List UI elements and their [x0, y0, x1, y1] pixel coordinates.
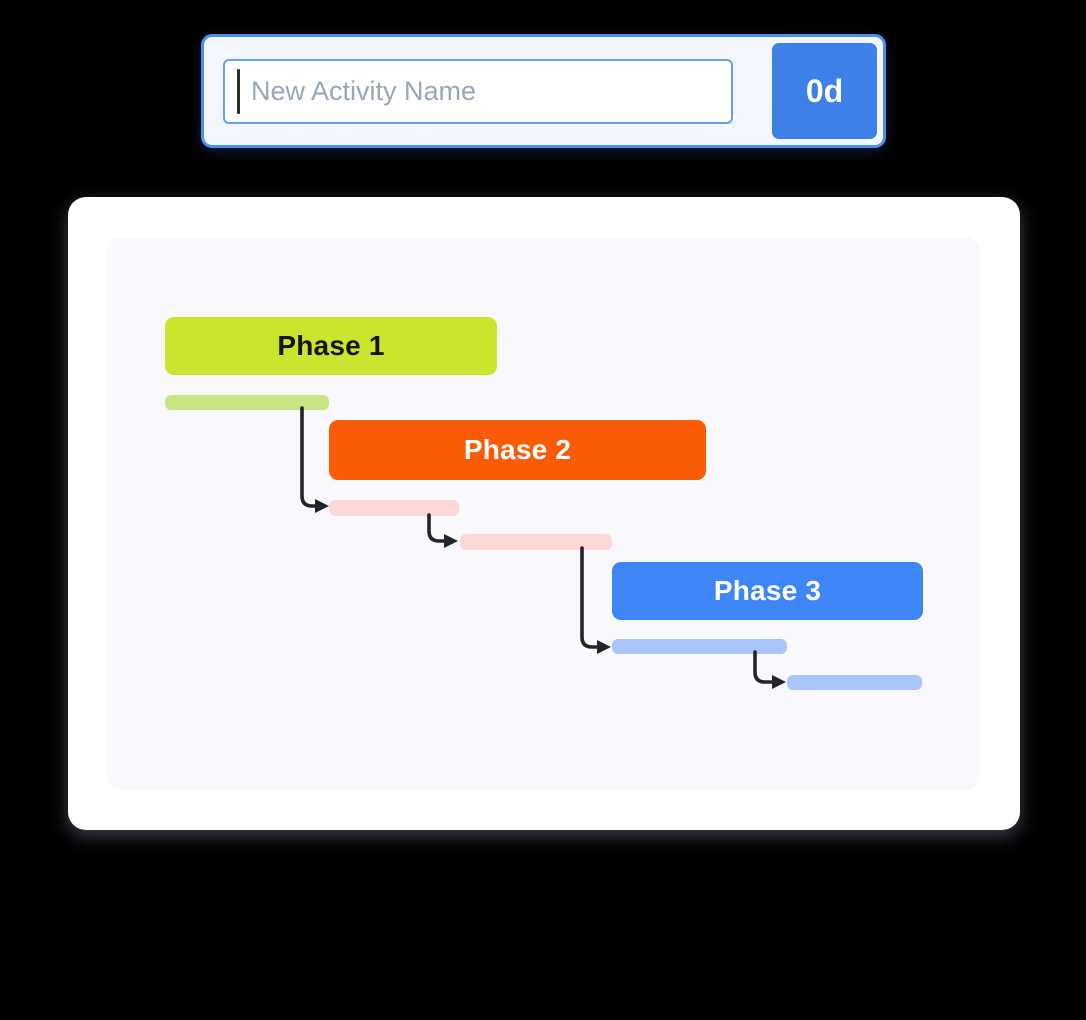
gantt-card	[68, 197, 1020, 830]
activity-name-input-wrap	[223, 59, 733, 124]
phase-3-label: Phase 3	[713, 575, 822, 606]
duration-button[interactable]: 0d	[772, 43, 877, 139]
activity-name-input[interactable]	[223, 59, 733, 124]
phase-2-label: Phase 2	[463, 434, 572, 465]
text-caret	[237, 69, 240, 114]
new-activity-widget: 0d	[201, 34, 886, 148]
phase-2-activity-bar-2[interactable]	[460, 534, 612, 550]
phase-3-activity-bar-1[interactable]	[612, 639, 787, 654]
phase-2-activity-bar-1[interactable]	[329, 500, 459, 516]
phase-1-activity-bar[interactable]	[165, 395, 329, 410]
phase-1-label: Phase 1	[277, 330, 385, 361]
phase-1-header[interactable]: Phase 1	[165, 317, 497, 375]
phase-3-header[interactable]: Phase 3	[612, 562, 923, 620]
phase-3-activity-bar-2[interactable]	[787, 675, 922, 690]
phase-2-header[interactable]: Phase 2	[329, 420, 706, 480]
